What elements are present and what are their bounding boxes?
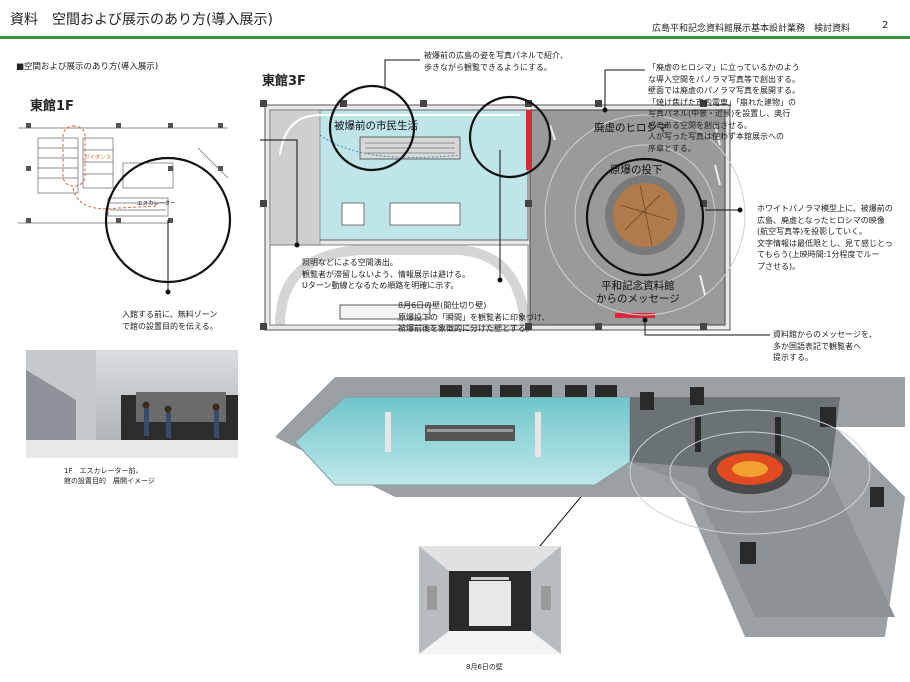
floor-3f-plan <box>260 84 746 331</box>
caption-aug6-wall: 8月6日の壁 <box>466 663 503 671</box>
note-panorama: ホワイトパノラマ模型上に、被爆前の 広島、廃虚となったヒロシマの映像 (航空写真… <box>757 204 893 271</box>
caption-1f-render: 1F エスカレーター前、 館の設置目的 展開イメージ <box>64 467 155 485</box>
page-number: 2 <box>882 20 889 31</box>
plan-label-guidance: ガイダンス <box>84 155 112 161</box>
header-rule <box>0 36 910 39</box>
note-ruins: 「廃虚のヒロシマ」に立っているかのよう な導入空間をパノラマ写真等で創出する。 … <box>648 63 800 153</box>
document-subtitle: 広島平和記念資料館展示基本設計業務 検討資料 <box>652 24 851 34</box>
note-before-bomb: 被爆前の広島の姿を写真パネルで紹介、 歩きながら観覧できるようにする。 <box>424 51 568 72</box>
note-1f-entrance: 入館する前に、無料ゾーン で館の設置目的を伝える。 <box>122 310 218 331</box>
zone-message: 平和記念資料館 からのメッセージ <box>596 280 680 305</box>
render-1f-escalator <box>26 350 238 458</box>
floor-1f-plan <box>18 123 232 284</box>
note-aug6-wall: 8月6日の壁(間仕切り壁) 原爆投下の「瞬間」を観覧者に印象づけ、 被爆前後を象… <box>398 301 550 333</box>
zone-ruins: 廃虚のヒロシマ <box>594 122 668 134</box>
render-3f-perspective <box>275 377 905 637</box>
leader-line-1f <box>165 220 171 295</box>
note-message: 資料館からのメッセージを、 多か国語表記で観覧者へ 提示する。 <box>773 330 877 362</box>
note-lighting: 照明などによる空間演出。 観覧者が滞留しないよう、情報展示は避ける。 Uターン動… <box>302 258 470 290</box>
page-title: 資料 空間および展示のあり方(導入展示) <box>10 12 273 28</box>
render-aug6-wall <box>419 546 561 654</box>
zone-under-bomb: 原爆の投下 <box>610 164 663 176</box>
floor-3f-title: 東館3F <box>262 74 306 89</box>
floor-1f-title: 東館1F <box>30 99 74 114</box>
section-label: ■空間および展示のあり方(導入展示) <box>16 62 159 72</box>
zone-citizens-life: 被爆前の市民生活 <box>334 120 418 132</box>
plan-label-escalator: エスカレーター <box>137 201 176 207</box>
